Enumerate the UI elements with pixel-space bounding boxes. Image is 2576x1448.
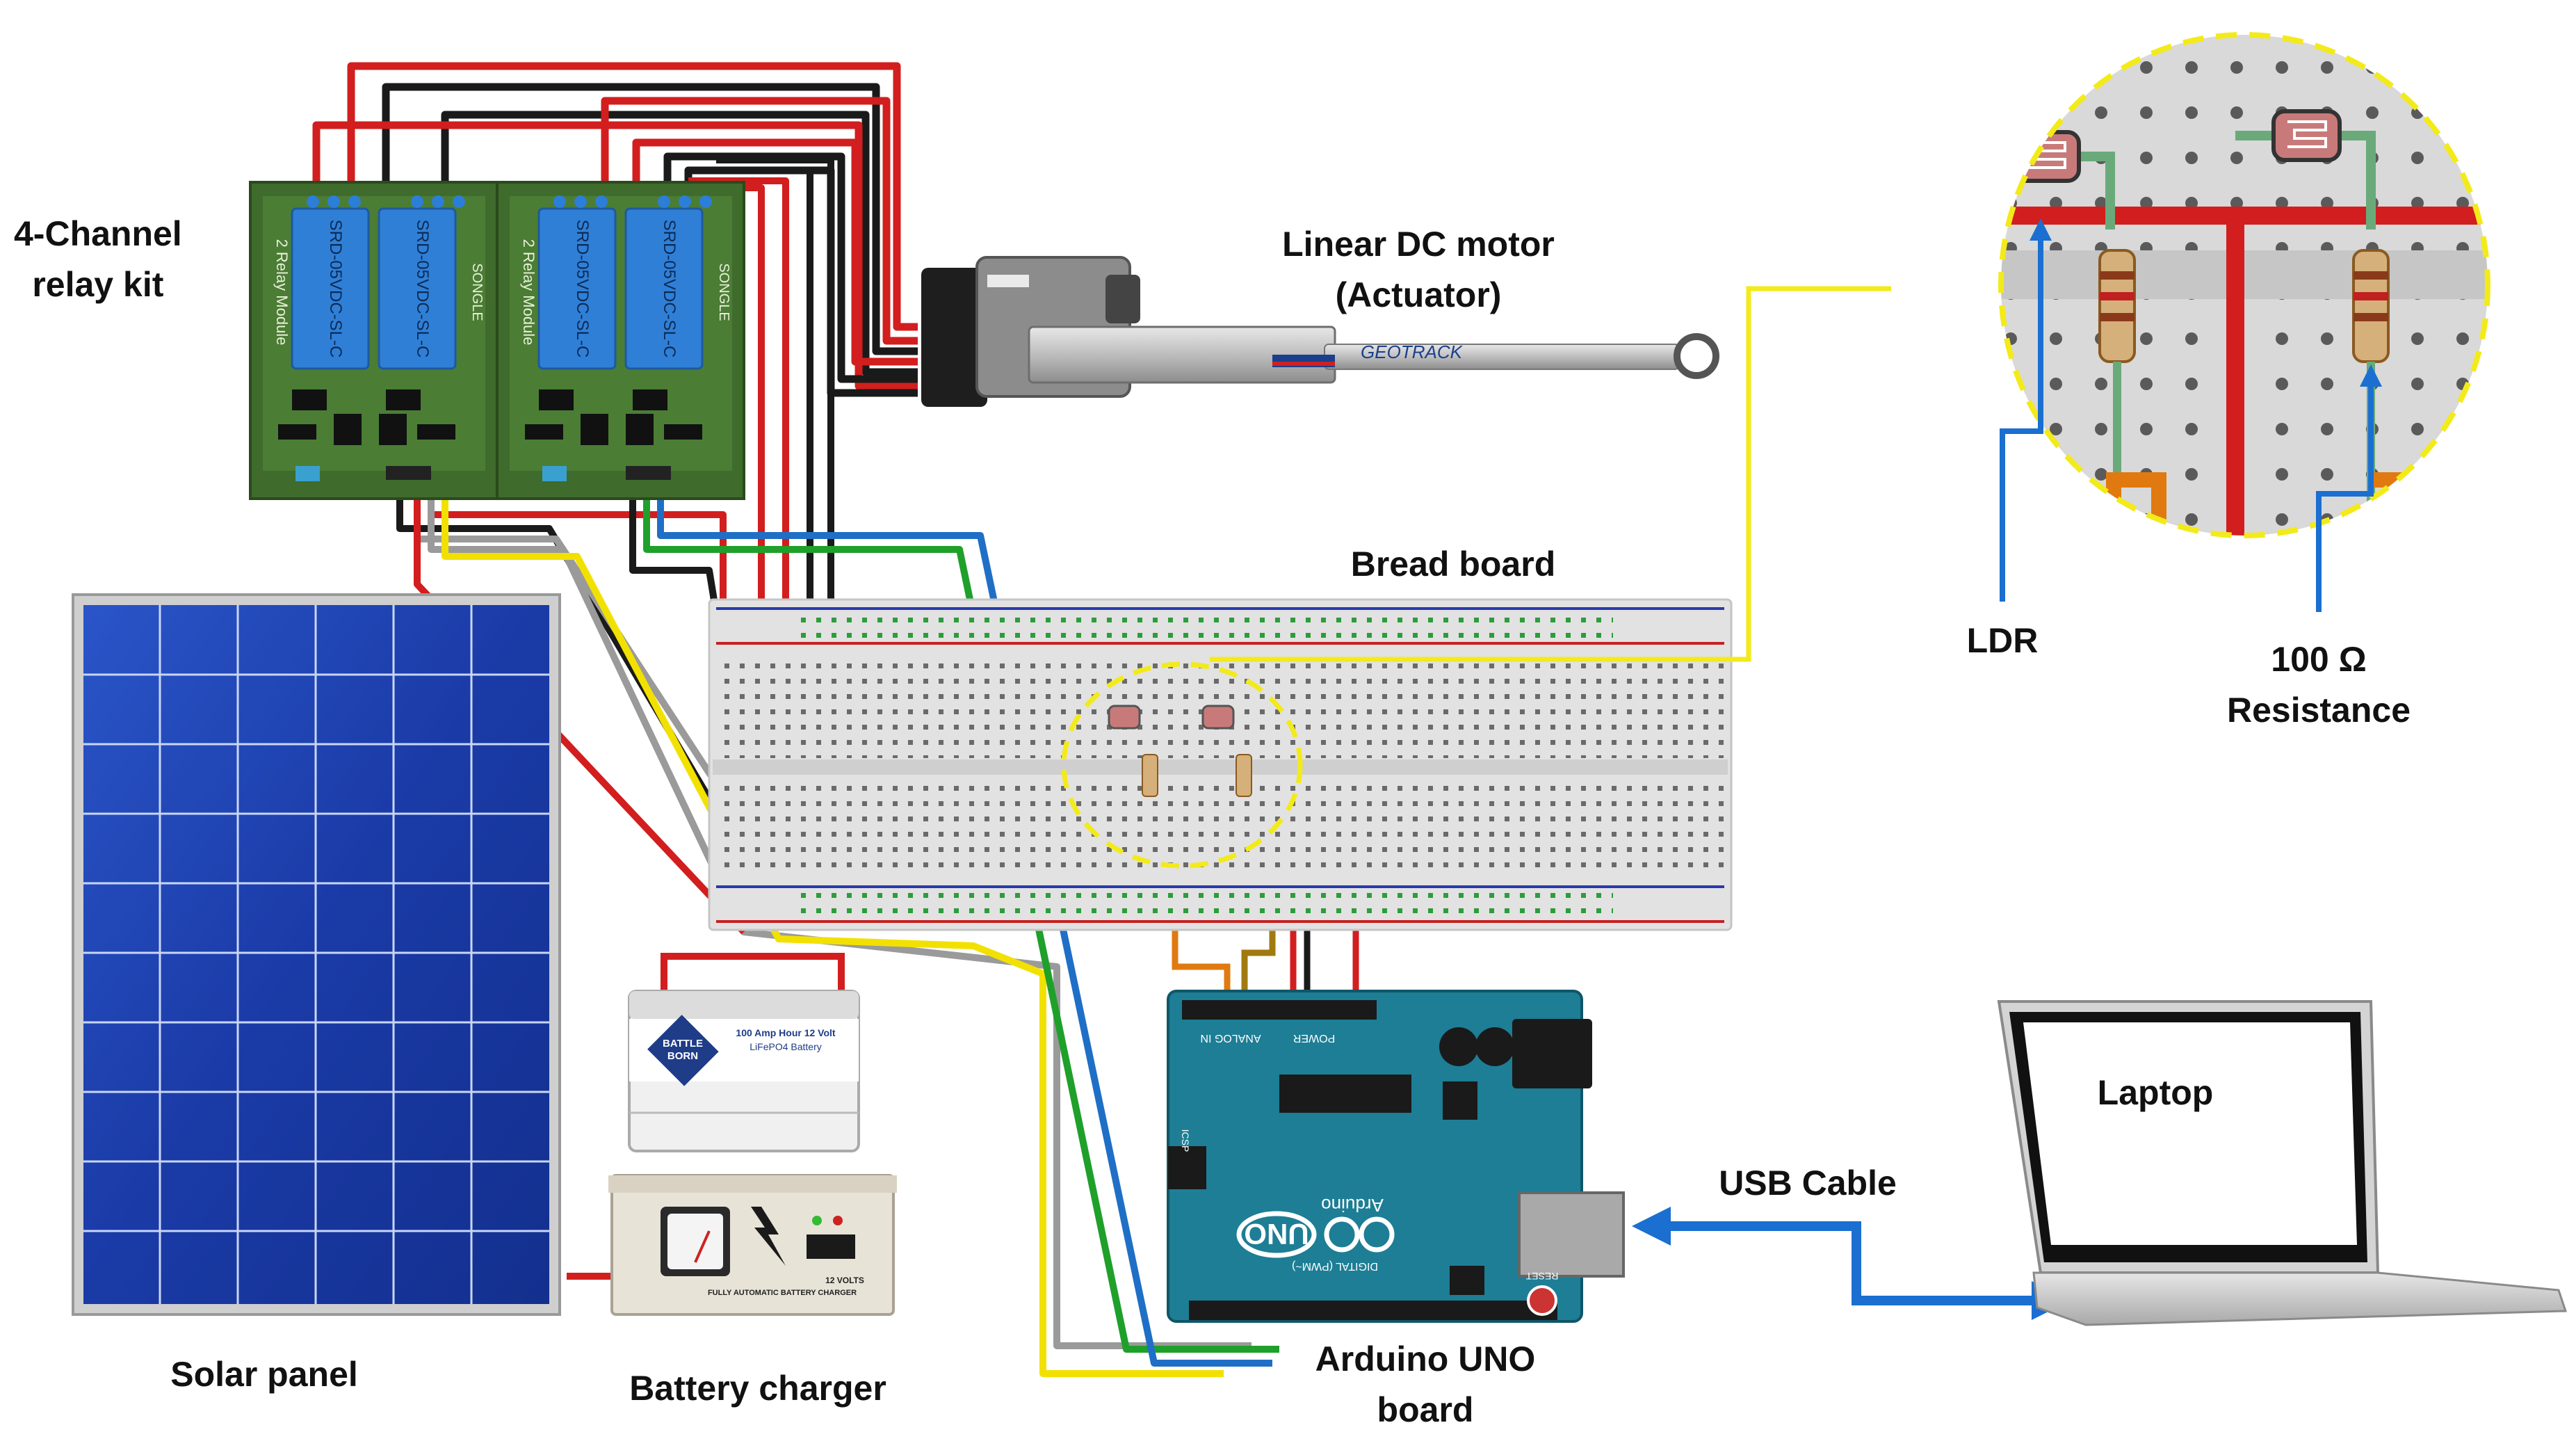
label-resistance-line-1: 100 Ω <box>2271 640 2367 679</box>
relay-model-text-2: SRD-05VDC-SL-C <box>413 220 432 358</box>
usb-cable-arrow <box>1632 1207 2071 1320</box>
breadboard-ldr-2 <box>1201 705 1235 730</box>
solar-panel <box>72 593 561 1316</box>
relay-model-text-4: SRD-05VDC-SL-C <box>660 220 679 358</box>
label-solar-panel: Solar panel <box>139 1349 389 1400</box>
breadboard-highlight-circle <box>1061 661 1303 869</box>
linear-actuator: GEOTRACK <box>921 256 1719 407</box>
label-solar-panel-text: Solar panel <box>170 1355 358 1394</box>
battery: BATTLE BORN 100 Amp Hour 12 Volt LiFePO4… <box>628 990 860 1152</box>
relay-module-text-2: 2 Relay Module <box>520 239 537 346</box>
charger-desc-2: FULLY AUTOMATIC BATTERY CHARGER <box>708 1289 857 1297</box>
relay-module-right: SRD-05VDC-SL-C SRD-05VDC-SL-C 2 Relay Mo… <box>496 181 745 500</box>
label-relay-kit: 4-Channel relay kit <box>14 209 182 309</box>
arduino-icsp-label: ICSP <box>1180 1129 1191 1152</box>
battery-wires <box>661 953 845 998</box>
battery-desc-2: LiFePO4 Battery <box>750 1041 822 1052</box>
zoom-connector <box>1210 286 1891 662</box>
label-ldr: LDR <box>1947 616 2058 666</box>
label-arduino-line-1: Arduino UNO <box>1315 1340 1536 1378</box>
ldr-pointer <box>2000 218 2052 602</box>
arduino-power-label: POWER <box>1293 1032 1335 1044</box>
label-resistance-line-2: Resistance <box>2226 690 2411 730</box>
resistance-pointer <box>2316 364 2382 612</box>
laptop <box>1997 1000 2568 1326</box>
label-resistance: 100 Ω Resistance <box>2201 634 2437 735</box>
label-motor-line-1: Linear DC motor <box>1282 225 1555 264</box>
breadboard-resistor-2 <box>1236 754 1252 797</box>
arduino-uno-logo: UNO <box>1244 1218 1309 1250</box>
relay-to-motor-wires <box>312 62 918 397</box>
battery-charger: 12 VOLTS FULLY AUTOMATIC BATTERY CHARGER <box>608 1174 897 1316</box>
zoom-resistor-1 <box>2098 249 2136 363</box>
label-motor-line-2: (Actuator) <box>1335 275 1502 314</box>
relay-to-breadboard-wires <box>431 156 834 629</box>
breadboard <box>708 598 1733 931</box>
label-battery-charger-text: Battery charger <box>629 1369 886 1408</box>
label-usb-cable: USB Cable <box>1690 1158 1926 1209</box>
label-battery-charger: Battery charger <box>605 1363 911 1414</box>
relay-brand-text-2: SONGLE <box>716 263 731 321</box>
label-relay-kit-line-1: 4-Channel <box>14 214 182 253</box>
battery-brand-1: BATTLE <box>663 1038 703 1049</box>
battery-desc-1: 100 Amp Hour 12 Volt <box>736 1027 835 1038</box>
zoom-ldr-2 <box>2271 109 2342 162</box>
arduino-name: Arduino <box>1321 1195 1384 1216</box>
zoom-resistor-2 <box>2352 249 2390 363</box>
relay-module-left: SRD-05VDC-SL-C SRD-05VDC-SL-C 2 Relay Mo… <box>249 181 499 500</box>
charger-desc-1: 12 VOLTS <box>825 1276 864 1285</box>
relay-model-text-1: SRD-05VDC-SL-C <box>326 220 345 358</box>
battery-brand-2: BORN <box>667 1050 698 1062</box>
label-laptop: Laptop <box>2072 1068 2239 1118</box>
breadboard-resistor-1 <box>1142 754 1158 797</box>
arduino-analog-label: ANALOG IN <box>1200 1032 1261 1044</box>
label-laptop-text: Laptop <box>2097 1073 2214 1112</box>
relay-model-text-3: SRD-05VDC-SL-C <box>573 220 592 358</box>
label-motor: Linear DC motor (Actuator) <box>1238 219 1599 320</box>
label-breadboard: Bread board <box>1314 539 1592 590</box>
solar-grid <box>83 605 549 1304</box>
arduino-reset-label: RESET <box>1525 1271 1558 1282</box>
label-breadboard-text: Bread board <box>1350 545 1556 584</box>
actuator-brand: GEOTRACK <box>1361 341 1464 362</box>
laptop-screen <box>2023 1022 2357 1245</box>
arduino-uno: UNO Arduino DIGITAL (PWM~) ANALOG IN POW… <box>1167 990 1625 1323</box>
zoom-ldr-1 <box>2011 130 2081 183</box>
arduino-digital-label: DIGITAL (PWM~) <box>1292 1260 1378 1272</box>
label-relay-kit-line-2: relay kit <box>32 264 164 304</box>
relay-module-text-1: 2 Relay Module <box>273 239 291 346</box>
label-arduino: Arduino UNO board <box>1272 1334 1578 1435</box>
relay-brand-text-1: SONGLE <box>469 263 485 321</box>
label-usb-cable-text: USB Cable <box>1719 1164 1897 1202</box>
relay-kit: SRD-05VDC-SL-C SRD-05VDC-SL-C 2 Relay Mo… <box>249 181 745 500</box>
breadboard-ldr-1 <box>1108 705 1141 730</box>
label-ldr-text: LDR <box>1966 621 2039 660</box>
label-arduino-line-2: board <box>1377 1390 1474 1429</box>
breadboard-zoom-view <box>1998 32 2490 538</box>
